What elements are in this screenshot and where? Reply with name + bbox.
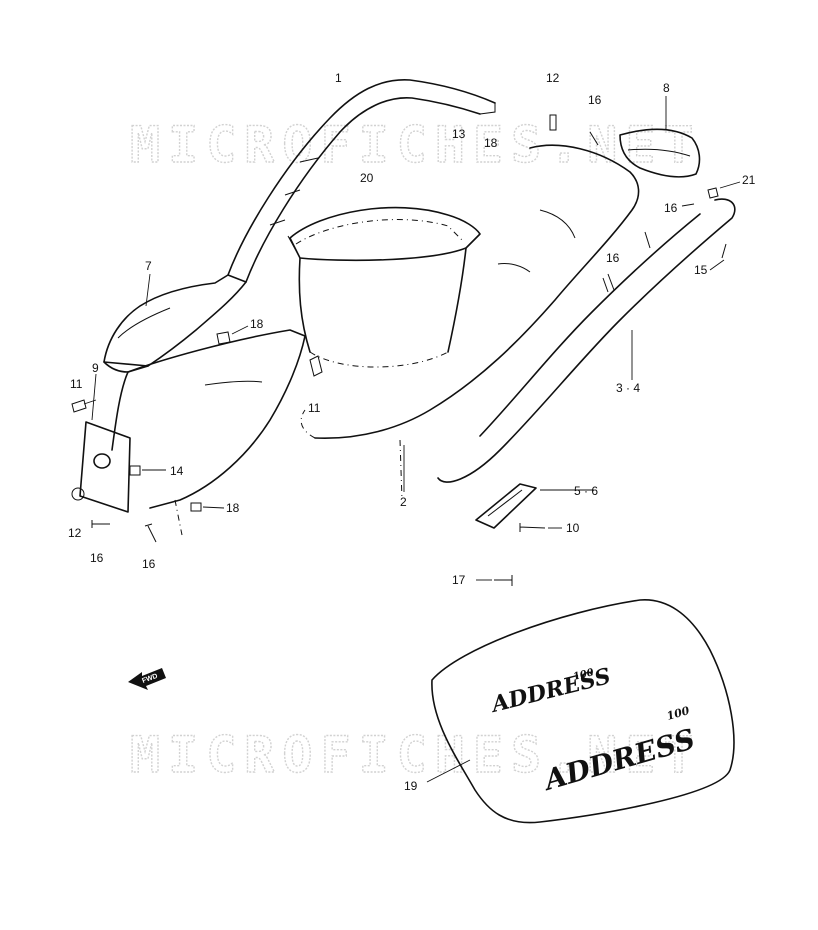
part-8-grab-handle: [619, 128, 701, 178]
callout-12-left: 12: [68, 526, 82, 540]
callout-8: 8: [663, 81, 670, 95]
callout-13: 13: [452, 127, 466, 141]
callout-11-left: 11: [70, 377, 83, 391]
callout-18-bottom: 18: [226, 501, 240, 515]
callout-18-top: 18: [484, 136, 498, 150]
part-1-main-body: [300, 144, 640, 501]
callout-14: 14: [170, 464, 184, 478]
callout-labels: 1 2 7 8 9 10 11 11 12 12 13 14 15 16 16 …: [68, 71, 756, 793]
callout-19: 19: [404, 779, 418, 793]
leader-lines: [91, 96, 741, 783]
watermark-top: MICROFICHES.NET: [130, 116, 702, 174]
hardware: [71, 114, 727, 586]
decal-model-small: 100: [572, 667, 595, 683]
callout-10: 10: [566, 521, 580, 535]
callout-16-bottom: 16: [142, 557, 156, 571]
callout-11-center: 11: [308, 401, 321, 415]
callout-3-4: 3 · 4: [616, 381, 640, 395]
callout-16-body: 16: [606, 251, 620, 265]
part-19-decal-sheet: ADDRESS 100 ADDRESS 100: [431, 599, 735, 824]
callout-21: 21: [742, 173, 756, 187]
callout-18-mid: 18: [250, 317, 264, 331]
watermark-bottom: MICROFICHES.NET: [130, 726, 702, 784]
callout-1: 1: [335, 71, 342, 85]
part-20-storage-box: [287, 206, 481, 368]
decal-brand-small: ADDRESS: [487, 663, 613, 718]
part-5-6-reflector: [475, 483, 537, 529]
part-9-inner-plate: [79, 421, 131, 513]
callout-7: 7: [145, 259, 152, 273]
callout-15: 15: [694, 263, 708, 277]
callout-16-left: 16: [90, 551, 104, 565]
part-3-4-side-rail: [437, 198, 736, 483]
callout-16-rail: 16: [664, 201, 678, 215]
decal-model-large: 100: [665, 704, 691, 723]
callout-5-6: 5 · 6: [574, 484, 598, 498]
callout-16-top: 16: [588, 93, 602, 107]
part-lower-body: [111, 329, 306, 536]
callout-2: 2: [400, 495, 407, 509]
callout-9: 9: [92, 361, 99, 375]
callout-12-top: 12: [546, 71, 560, 85]
part-20-upper-rail: [227, 79, 496, 283]
callout-17: 17: [452, 573, 466, 587]
fwd-arrow-icon: FWD: [128, 668, 166, 690]
callout-20: 20: [360, 171, 374, 185]
